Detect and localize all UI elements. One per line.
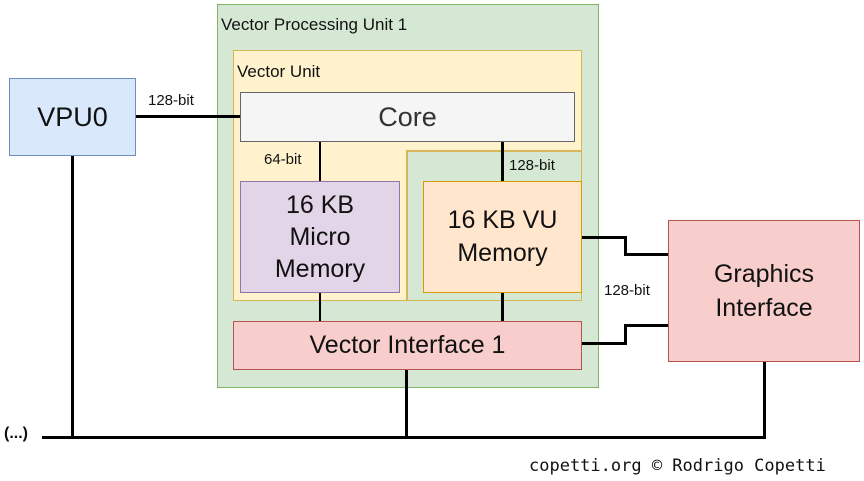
bus-label-gif: 128-bit bbox=[604, 282, 650, 299]
vector-unit-title: Vector Unit bbox=[237, 62, 321, 81]
micro-memory-line-1: 16 KB bbox=[285, 191, 355, 219]
vector-unit-border bbox=[407, 150, 582, 152]
wire-vif-gif-c bbox=[624, 324, 668, 327]
micro-memory-line-2: Micro bbox=[289, 223, 351, 251]
wire-micro-vif bbox=[319, 293, 321, 321]
wire-vif-bus bbox=[405, 370, 408, 439]
wire-vumem-gif-b bbox=[624, 236, 627, 256]
main-bus bbox=[42, 436, 766, 439]
bus-label-core-micro: 64-bit bbox=[264, 151, 302, 168]
vu-memory-line-1: 16 KB VU bbox=[447, 205, 558, 234]
micro-memory-block: 16 KB Micro Memory bbox=[240, 181, 400, 293]
wire-vpu0-bus bbox=[71, 156, 74, 439]
vpu0-block: VPU0 bbox=[9, 78, 136, 156]
wire-vpu0-core bbox=[136, 115, 240, 118]
vector-unit-border bbox=[406, 150, 408, 301]
bus-continuation: (...) bbox=[4, 425, 28, 442]
wire-vif-gif-b bbox=[624, 324, 627, 345]
wire-vumem-vif bbox=[501, 293, 504, 321]
vu-memory-block: 16 KB VU Memory bbox=[423, 181, 582, 293]
bus-label-vpu0-core: 128-bit bbox=[148, 92, 194, 109]
graphics-interface-block: Graphics Interface bbox=[668, 220, 860, 362]
wire-core-micro bbox=[319, 142, 321, 181]
wire-vumem-gif-c bbox=[624, 253, 668, 256]
wire-vumem-gif-a bbox=[582, 236, 626, 239]
credit-text: copetti.org © Rodrigo Copetti bbox=[529, 456, 826, 476]
graphics-interface-line-1: Graphics bbox=[713, 260, 815, 288]
vpu1-title: Vector Processing Unit 1 bbox=[221, 15, 408, 34]
vu-memory-line-2: Memory bbox=[457, 239, 548, 267]
wire-gif-bus bbox=[763, 362, 766, 439]
wire-core-vumem bbox=[501, 142, 504, 181]
wire-vif-gif-a bbox=[582, 342, 626, 345]
graphics-interface-line-2: Interface bbox=[715, 294, 813, 322]
micro-memory-line-3: Memory bbox=[274, 255, 366, 283]
core-block: Core bbox=[240, 92, 575, 142]
bus-label-core-vumem: 128-bit bbox=[509, 157, 555, 174]
vector-interface-1-block: Vector Interface 1 bbox=[233, 321, 582, 370]
